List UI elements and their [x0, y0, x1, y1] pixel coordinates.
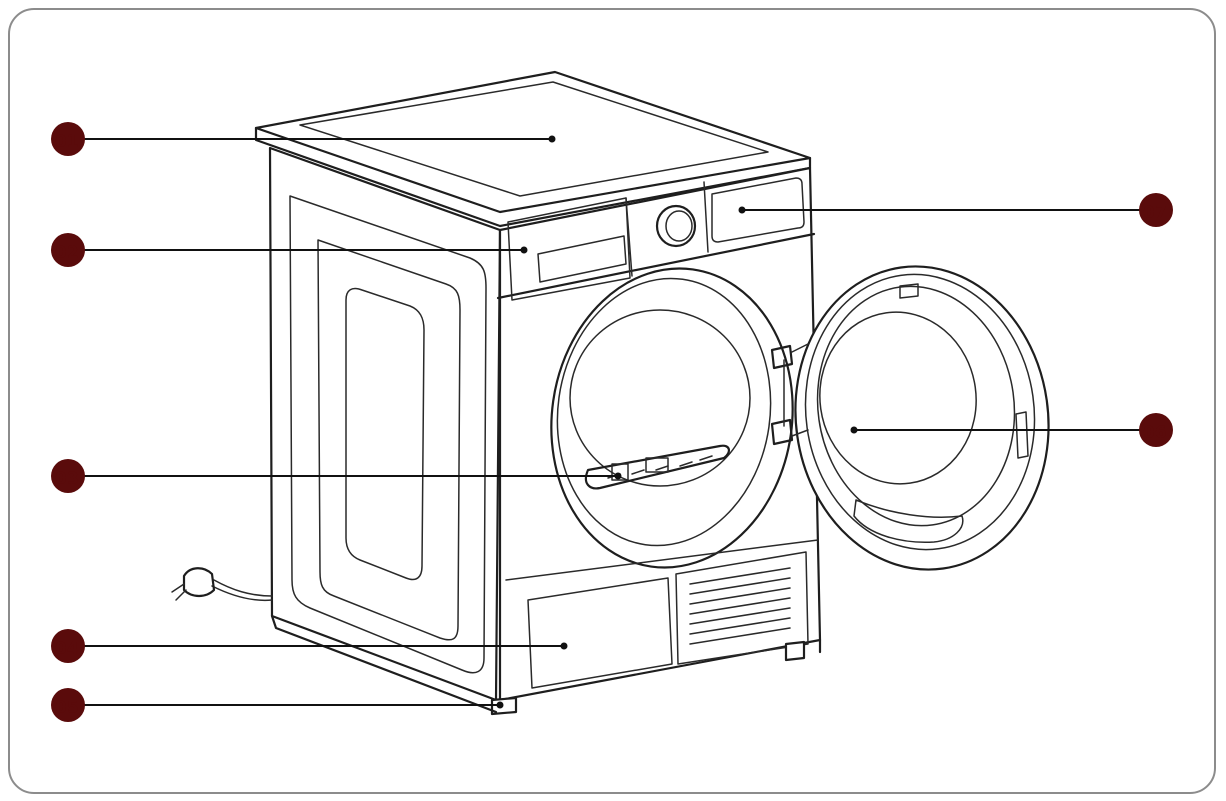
badge-label-01: 01 [55, 132, 79, 152]
power-plug [182, 567, 216, 598]
badge-label-03: 03 [55, 469, 79, 489]
badge-label-06: 06 [1143, 423, 1167, 443]
program-knob [655, 204, 697, 248]
badge-02: 02 [51, 233, 85, 267]
side-panel [268, 146, 502, 702]
badge-label-04: 04 [55, 639, 79, 659]
open-door [791, 265, 1050, 571]
control-panel-left [507, 197, 631, 301]
badge-04: 04 [51, 629, 85, 663]
ventilation-grille [689, 567, 791, 645]
badge-03: 03 [51, 459, 85, 493]
badge-label-07: 07 [1143, 203, 1167, 223]
badge-label-02: 02 [55, 243, 79, 263]
leader-lines [84, 135, 1140, 709]
badge-label-05: 05 [55, 698, 79, 718]
badge-07: 07 [1139, 193, 1173, 227]
water-tank-drawer [711, 177, 805, 243]
kickplate-panel [527, 577, 673, 689]
badge-06: 06 [1139, 413, 1173, 447]
badge-05: 05 [51, 688, 85, 722]
dryer-body [171, 70, 822, 716]
badge-01: 01 [51, 122, 85, 156]
